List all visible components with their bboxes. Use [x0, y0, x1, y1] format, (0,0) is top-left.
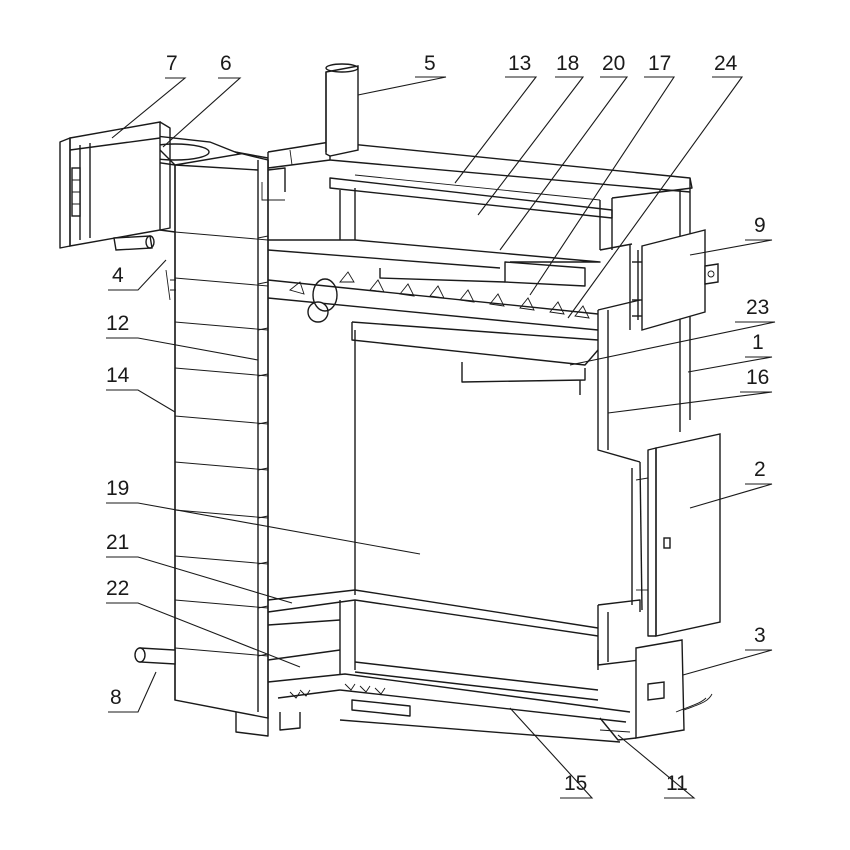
callout-13: 13: [508, 52, 531, 75]
callout-15: 15: [564, 772, 587, 795]
callout-8: 8: [110, 686, 122, 709]
callout-21: 21: [106, 531, 129, 554]
callout-1: 1: [752, 331, 764, 354]
leader-20: [499, 76, 629, 251]
leader-lines: [106, 76, 776, 799]
callout-14: 14: [106, 364, 130, 387]
leader-23: [569, 321, 776, 366]
leader-9: [689, 239, 773, 256]
leader-1: [687, 356, 773, 373]
leader-17: [529, 76, 676, 296]
callout-19: 19: [106, 477, 129, 500]
callout-22: 22: [106, 577, 129, 600]
callout-20: 20: [602, 52, 625, 75]
callout-17: 17: [648, 52, 671, 75]
leader-21: [106, 556, 293, 604]
callout-6: 6: [220, 52, 232, 75]
leader-12: [106, 337, 259, 361]
leader-4: [108, 259, 167, 291]
callout-18: 18: [556, 52, 579, 75]
callout-9: 9: [754, 214, 766, 237]
leader-3: [682, 649, 773, 676]
leader-14: [106, 389, 176, 413]
leader-16: [607, 391, 773, 414]
leader-15: [509, 707, 594, 799]
callout-2: 2: [754, 458, 766, 481]
leader-6: [162, 77, 242, 148]
callout-7: 7: [166, 52, 178, 75]
leader-22: [106, 602, 301, 668]
leader-24: [567, 76, 744, 319]
callout-3: 3: [754, 624, 766, 647]
leader-7: [111, 77, 187, 139]
callout-4: 4: [112, 264, 124, 287]
leader-5: [357, 76, 447, 96]
callout-23: 23: [746, 296, 769, 319]
leader-2: [689, 483, 773, 509]
leader-13: [454, 76, 538, 184]
callout-24: 24: [714, 52, 738, 75]
callout-5: 5: [424, 52, 436, 75]
callout-16: 16: [746, 366, 769, 389]
callout-12: 12: [106, 312, 129, 335]
callout-labels: 7 6 5 13 18 20 17 24 9 23 1 16 2 3 4 12 …: [106, 52, 769, 795]
leader-19: [106, 502, 421, 555]
leader-18: [477, 76, 585, 216]
boiler-body: [59, 63, 721, 743]
leader-11: [617, 734, 696, 799]
leader-8: [108, 671, 157, 713]
callout-11: 11: [666, 772, 688, 795]
